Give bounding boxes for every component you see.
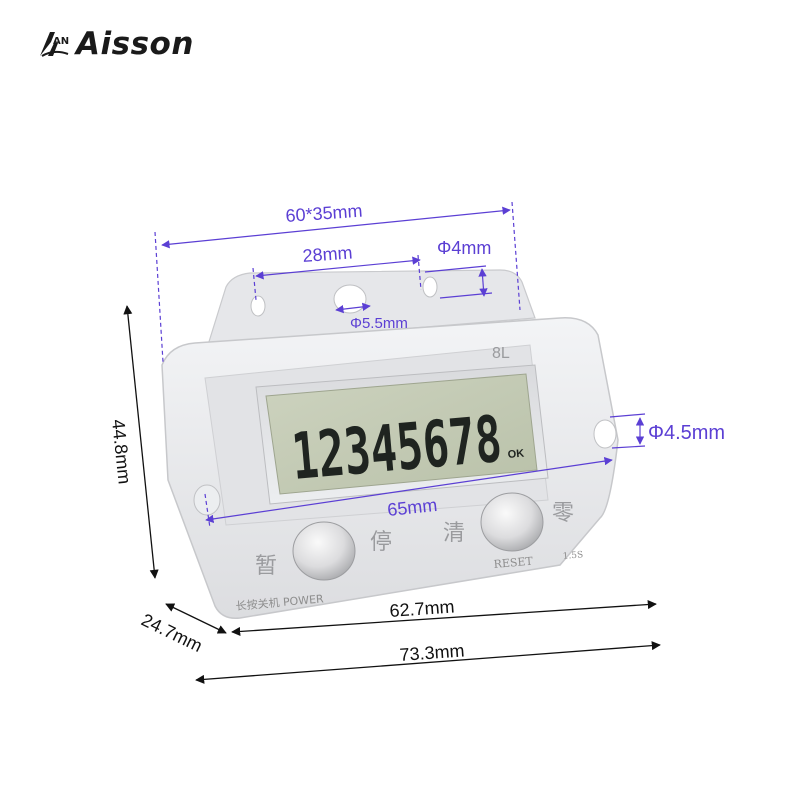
dimension-lines-black — [123, 305, 661, 684]
label-clear-1: 清 — [443, 521, 465, 546]
dim-hole-side: Φ4.5mm — [648, 422, 725, 444]
reset-label: RESET — [493, 555, 534, 571]
label-pause-2: 停 — [370, 530, 392, 555]
power-button[interactable] — [292, 521, 356, 581]
reset-button[interactable] — [480, 492, 544, 552]
dim-hole-center: Φ5.5mm — [350, 315, 408, 332]
model-mark: 8L — [492, 345, 510, 362]
mounting-hole-right — [422, 276, 438, 298]
dim-width-top: 60*35mm — [285, 201, 363, 226]
brand-name: Aisson — [76, 26, 194, 62]
dim-depth: 24.7mm — [138, 610, 205, 656]
aisson-logo-icon: AN — [40, 32, 69, 57]
dim-hole-small: Φ4mm — [437, 238, 491, 258]
side-hole-right — [593, 419, 617, 449]
reset-note: 1.5S — [562, 550, 583, 562]
lcd-status: OK — [507, 448, 525, 461]
dim-total-width: 73.3mm — [399, 641, 465, 665]
dim-height: 44.8mm — [108, 418, 135, 485]
label-clear-2: 零 — [552, 501, 574, 526]
dim-hole-spacing: 28mm — [302, 243, 353, 266]
mounting-hole-left — [250, 295, 266, 317]
dimension-lines-purple — [154, 201, 646, 529]
dim-front-width: 62.7mm — [389, 597, 455, 621]
logo-letters: AN — [53, 36, 69, 47]
label-pause-1: 暂 — [255, 554, 277, 579]
brand: AN Aisson — [38, 26, 194, 62]
